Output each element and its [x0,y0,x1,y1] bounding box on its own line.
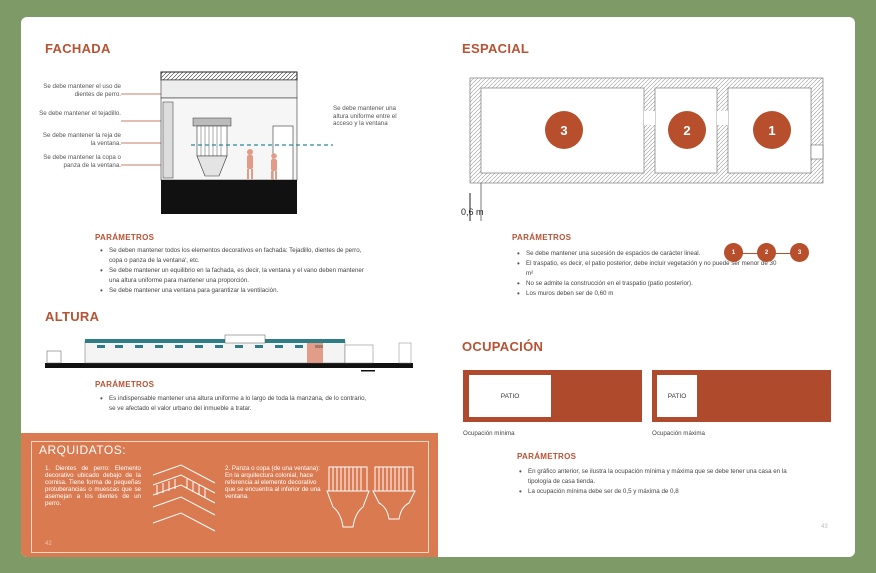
list-item: En gráfico anterior, se ilustra la ocupa… [518,467,796,487]
street-elevation-drawing [45,334,413,372]
list-item: Es indispensable mantener una altura uni… [99,394,371,414]
caption-ocupacion-maxima: Ocupación máxima [652,430,705,437]
panza-ventana-illustration [326,466,416,528]
espacial-params-title: PARÁMETROS [512,233,572,242]
espacial-title: ESPACIAL [462,41,530,56]
patio-minimo: PATIO [469,375,551,417]
arquidatos-title: ARQUIDATOS: [35,443,131,457]
room-2-marker: 2 [668,111,706,149]
list-item: No se admite la construcción en el trasp… [516,279,788,289]
arquidatos-item-panza: 2. Panza o copa (de una ventana): En la … [225,465,321,500]
dientes-de-perro-illustration [152,464,216,532]
room-3-marker: 3 [545,111,583,149]
list-item: El traspatio, es decir, el patio posteri… [516,259,784,279]
room-1-marker: 1 [753,111,791,149]
list-item: Se debe mantener una ventana para garant… [99,286,371,296]
ocupacion-minima-diagram: PATIO [463,370,642,422]
annotation-tejadillo: Se debe mantener el tejadillo. [39,110,121,117]
facade-elevation-drawing [121,71,333,214]
ocupacion-params-list: En gráfico anterior, se ilustra la ocupa… [518,467,796,497]
annotation-dientes: Se debe mantener el uso de dientes de pe… [43,83,121,98]
arquidatos-panel: ARQUIDATOS: 1. Dientes de perro: Element… [21,433,438,557]
fachada-params-list: Se deben mantener todos los elementos de… [99,246,371,296]
list-item: Se deben mantener todos los elementos de… [99,246,371,266]
arquidatos-frame [31,441,429,553]
arquidatos-item-dientes: 1. Dientes de perro: Elemento decorativo… [45,465,141,507]
espacial-params-list: Se debe mantener una sucesión de espacio… [516,249,788,299]
scale-label: 0,6 m [461,207,484,217]
ocupacion-maxima-diagram: PATIO [652,370,831,422]
altura-params-title: PARÁMETROS [95,380,155,389]
fachada-params-title: PARÁMETROS [95,233,155,242]
caption-ocupacion-minima: Ocupación mínima [463,430,515,437]
list-item: Se debe mantener una sucesión de espacio… [516,249,788,259]
altura-title: ALTURA [45,309,100,324]
list-item: La ocupación mínima debe ser de 0,5 y má… [518,487,796,497]
patio-maximo: PATIO [657,375,697,417]
list-item: Se debe mantener un equilibrio en la fac… [99,266,371,286]
ocupacion-params-title: PARÁMETROS [517,452,577,461]
sequence-step-2: 2 [757,243,776,262]
altura-params-list: Es indispensable mantener una altura uni… [99,394,371,414]
sequence-step-1: 1 [724,243,743,262]
ocupacion-title: OCUPACIÓN [462,339,544,354]
list-item: Los muros deben ser de 0,60 m [516,289,788,299]
annotation-reja: Se debe mantener la reja de la ventana. [42,132,121,147]
annotation-copa: Se debe mantener la copa o panza de la v… [43,154,121,169]
booklet-spread: FACHADA Se debe mantener el uso de dient… [21,17,855,557]
page-number-right: 43 [821,524,828,530]
annotation-altura-uniforme: Se debe mantener una altura uniforme ent… [333,105,397,127]
page-number-left: 42 [45,541,52,547]
fachada-title: FACHADA [45,41,111,56]
sequence-step-3: 3 [790,243,809,262]
